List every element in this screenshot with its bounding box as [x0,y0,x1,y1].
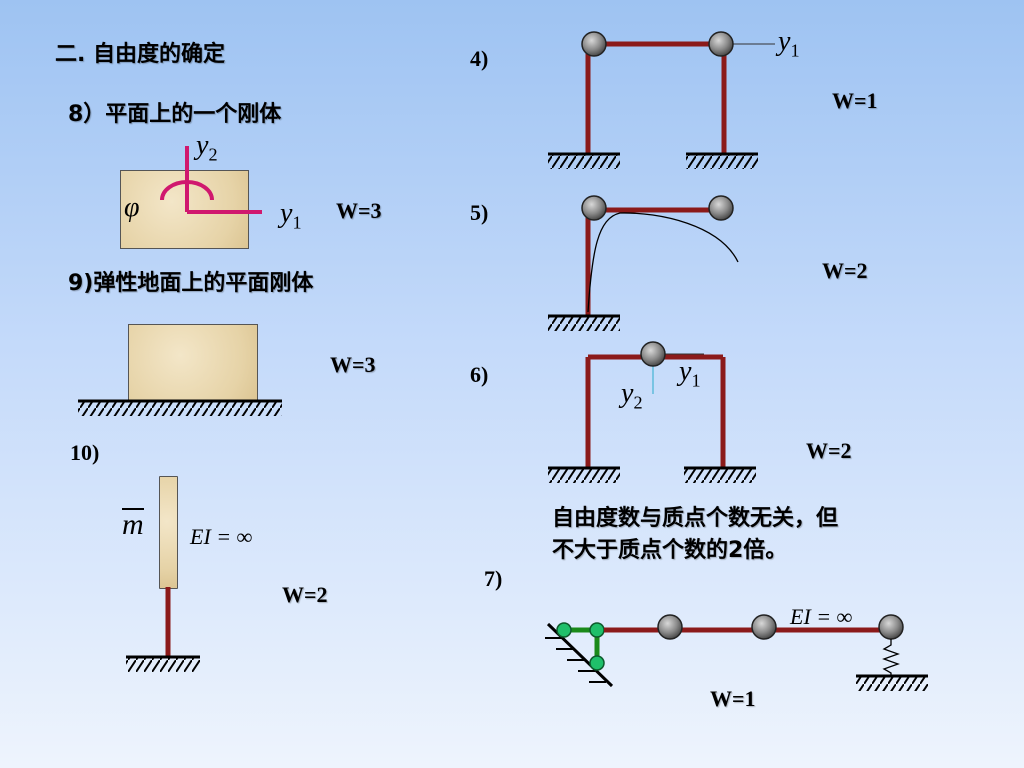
item-5-w: W=2 [822,258,868,283]
ground-9 [78,399,282,416]
item-10-w: W=2 [282,582,328,607]
column-10 [126,587,200,672]
item-9-w: W=3 [330,352,376,377]
item-9-label: 9)弹性地面上的平面刚体 [68,271,314,296]
beam-7 [545,614,928,691]
y2-label-6: y2 [621,378,643,413]
ei-label-7: EI = ∞ [790,604,853,629]
note-line-1: 自由度数与质点个数无关，但 [552,506,839,531]
item-7-label: 7) [484,566,503,591]
axes-8 [160,146,262,214]
y2-label-8: y2 [196,130,218,165]
item-10-label: 10) [70,440,100,465]
phi-label-8: φ [124,192,140,223]
frame-4 [548,31,775,169]
y1-label-6: y1 [679,356,701,391]
note-line-2: 不大于质点个数的2倍。 [552,538,788,563]
frame-5 [548,195,739,331]
ei-label-10: EI = ∞ [190,524,253,549]
item-8-w: W=3 [336,198,382,223]
y1-label-4: y1 [778,26,800,61]
page-title: 二. 自由度的确定 [55,42,226,67]
mass-label-10: m [122,508,144,541]
item-5-label: 5) [470,200,489,225]
item-4-label: 4) [470,46,489,71]
item-6-w: W=2 [806,438,852,463]
item-8-label: 8）平面上的一个刚体 [68,102,282,127]
item-4-w: W=1 [832,88,878,113]
rigid-body-9 [128,324,258,402]
frame-6 [548,341,756,483]
y1-label-8: y1 [280,198,302,233]
item-6-label: 6) [470,362,489,387]
item-7-w: W=1 [710,686,756,711]
